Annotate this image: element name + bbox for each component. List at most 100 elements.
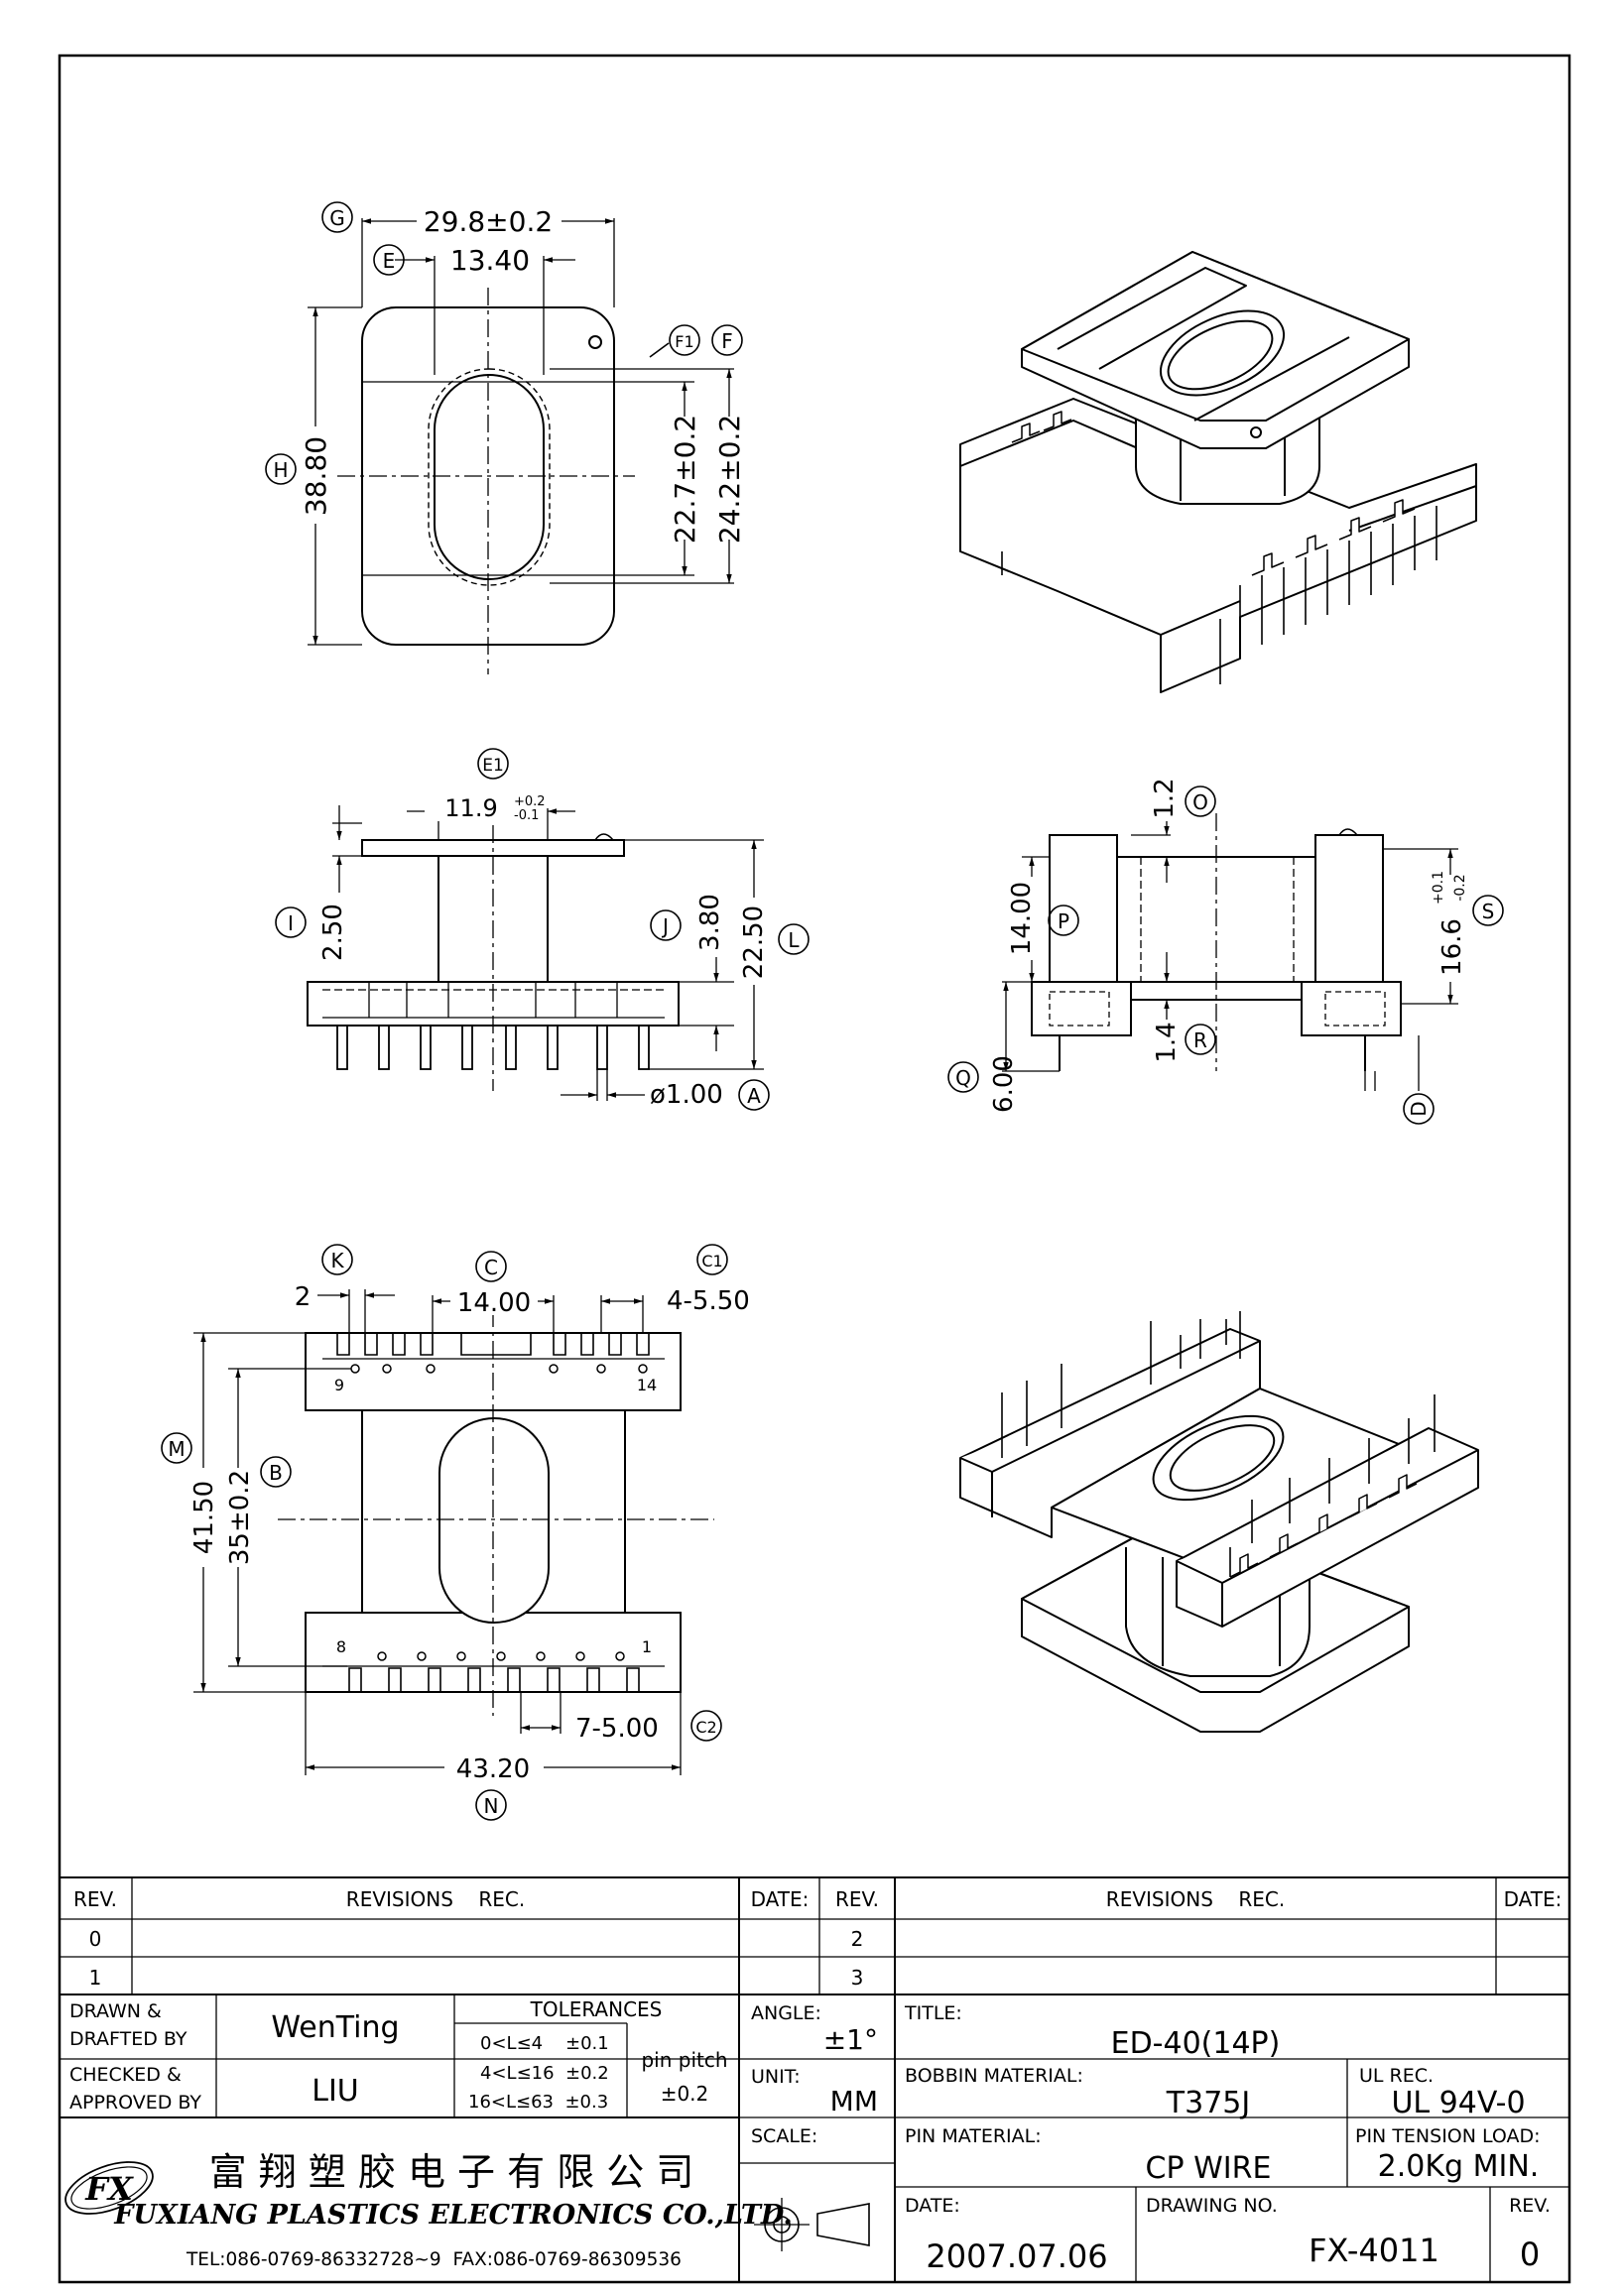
side-view bbox=[1002, 803, 1458, 1091]
revisions-header-2: REVISIONS REC. bbox=[1106, 1887, 1285, 1911]
angle-value: ±1° bbox=[823, 2023, 878, 2056]
dim-side-step: 1.4 bbox=[1152, 1022, 1182, 1062]
iso-view-bottom bbox=[959, 1311, 1479, 1733]
sheet-border bbox=[58, 54, 1571, 2284]
svg-text:F1: F1 bbox=[675, 332, 693, 351]
dim-bottom-inner-h: 35±0.2 bbox=[225, 1470, 255, 1565]
svg-text:S: S bbox=[1482, 900, 1495, 923]
dim-side-total: 16.6 bbox=[1437, 918, 1467, 976]
svg-text:J: J bbox=[661, 914, 669, 938]
balloon-f bbox=[711, 324, 743, 356]
svg-text:PIN MATERIAL:: PIN MATERIAL: bbox=[905, 2125, 1042, 2147]
svg-text:DRAWN &: DRAWN & bbox=[69, 2000, 162, 2022]
tolerances-label: TOLERANCES bbox=[530, 1997, 663, 2021]
rev-header-1: REV. bbox=[73, 1887, 117, 1911]
svg-text:CHECKED &: CHECKED & bbox=[69, 2064, 182, 2086]
drawing-date: 2007.07.06 bbox=[926, 2237, 1107, 2275]
drawn-by: WenTing bbox=[271, 2010, 399, 2045]
balloon-g bbox=[321, 201, 353, 233]
bobbin-material: T375J bbox=[1166, 2086, 1250, 2120]
svg-text:PIN TENSION LOAD:: PIN TENSION LOAD: bbox=[1355, 2125, 1541, 2147]
svg-text:C1: C1 bbox=[701, 1252, 722, 1270]
pin-label-1: 1 bbox=[642, 1637, 652, 1656]
pin-label-14: 14 bbox=[637, 1376, 657, 1394]
top-view-window-hidden bbox=[428, 368, 551, 586]
svg-text:Q: Q bbox=[955, 1066, 971, 1090]
iso-view-top bbox=[959, 251, 1477, 693]
svg-text:-0.1: -0.1 bbox=[514, 808, 539, 823]
svg-text:APPROVED BY: APPROVED BY bbox=[69, 2092, 201, 2114]
svg-text:P: P bbox=[1058, 909, 1069, 933]
company-name-cn: 富 翔 塑 胶 电 子 有 限 公 司 bbox=[209, 2150, 694, 2194]
rev-row-2: 2 bbox=[851, 1927, 864, 1951]
svg-text:B: B bbox=[269, 1461, 283, 1485]
approved-by: LIU bbox=[312, 2074, 359, 2109]
drawing-number: FX-4011 bbox=[1309, 2232, 1439, 2269]
balloon-f1 bbox=[669, 324, 700, 356]
dim-bottom-width: 43.20 bbox=[456, 1754, 530, 1784]
top-view-hole bbox=[588, 335, 602, 349]
svg-text:E1: E1 bbox=[482, 756, 504, 776]
dim-front-total: 22.50 bbox=[739, 906, 769, 979]
svg-text:C2: C2 bbox=[695, 1718, 716, 1737]
rev-header-2: REV. bbox=[835, 1887, 879, 1911]
pin-pitch-label: pin pitch bbox=[641, 2048, 727, 2072]
svg-text:K: K bbox=[330, 1249, 344, 1272]
dim-top-height: 38.80 bbox=[300, 436, 332, 516]
dim-front-top-width: 11.9 bbox=[444, 794, 497, 822]
front-view bbox=[307, 793, 764, 1101]
pin-pitch-value: ±0.2 bbox=[661, 2082, 709, 2106]
svg-text:+0.2: +0.2 bbox=[514, 794, 546, 809]
pin-label-9: 9 bbox=[334, 1376, 344, 1394]
svg-text:DRAWING NO.: DRAWING NO. bbox=[1146, 2195, 1278, 2217]
dim-bottom-pitch-top: 4-5.50 bbox=[667, 1286, 750, 1316]
svg-text:L: L bbox=[788, 928, 800, 952]
dim-side-height: 14.00 bbox=[1007, 882, 1037, 955]
dim-front-pin: ø1.00 bbox=[650, 1080, 723, 1110]
dim-bottom-slot: 2 bbox=[295, 1282, 312, 1312]
rev-row-0: 0 bbox=[89, 1927, 102, 1951]
svg-text:DRAFTED BY: DRAFTED BY bbox=[69, 2028, 187, 2050]
revisions-header-1: REVISIONS REC. bbox=[346, 1887, 525, 1911]
dim-side-top: 1.2 bbox=[1150, 778, 1180, 818]
svg-text:N: N bbox=[484, 1794, 499, 1818]
svg-text:R: R bbox=[1193, 1028, 1207, 1052]
svg-text:BOBBIN MATERIAL:: BOBBIN MATERIAL: bbox=[905, 2065, 1083, 2087]
svg-text:I: I bbox=[288, 911, 294, 935]
svg-text:O: O bbox=[1192, 790, 1208, 814]
pin-tension: 2.0Kg MIN. bbox=[1378, 2149, 1540, 2184]
top-view bbox=[308, 218, 734, 674]
svg-text:ANGLE:: ANGLE: bbox=[751, 2002, 821, 2024]
svg-text:TITLE:: TITLE: bbox=[904, 2002, 962, 2024]
title-block-grid bbox=[60, 1876, 1569, 2282]
svg-text:REV.: REV. bbox=[1509, 2195, 1551, 2217]
dim-top-inner-h2: 24.2±0.2 bbox=[713, 415, 746, 544]
svg-text:-0.2: -0.2 bbox=[1452, 874, 1468, 901]
dim-bottom-total-h: 41.50 bbox=[189, 1481, 219, 1554]
company-name-en: FUXIANG PLASTICS ELECTRONICS CO.,LTD. bbox=[113, 2200, 793, 2231]
svg-text:E: E bbox=[383, 249, 396, 273]
company-logo bbox=[64, 2161, 154, 2215]
tolerance-2: 4<L≤16 ±0.2 bbox=[480, 2063, 609, 2084]
pin-label-8: 8 bbox=[336, 1637, 346, 1656]
svg-text:UL REC.: UL REC. bbox=[1359, 2065, 1434, 2087]
dim-top-inner-h1: 22.7±0.2 bbox=[669, 415, 701, 544]
svg-text:A: A bbox=[747, 1084, 761, 1108]
pin-material: CP WIRE bbox=[1146, 2151, 1272, 2186]
balloon-h bbox=[265, 453, 297, 485]
svg-text:C: C bbox=[484, 1256, 498, 1279]
dim-top-width: 29.8±0.2 bbox=[424, 205, 553, 238]
tolerance-1: 0<L≤4 ±0.1 bbox=[480, 2033, 609, 2054]
svg-text:G: G bbox=[329, 206, 345, 230]
dim-front-base: 3.80 bbox=[695, 894, 725, 951]
svg-text:D: D bbox=[1407, 1101, 1431, 1116]
bottom-view bbox=[193, 1289, 714, 1775]
bottom-window bbox=[438, 1417, 550, 1624]
svg-text:UNIT:: UNIT: bbox=[751, 2066, 801, 2088]
dim-front-flange: 2.50 bbox=[318, 904, 348, 961]
unit-value: MM bbox=[830, 2085, 878, 2117]
svg-text:SCALE:: SCALE: bbox=[751, 2125, 817, 2147]
rev-row-1: 1 bbox=[89, 1966, 102, 1990]
dim-bottom-pitch-bottom: 7-5.00 bbox=[575, 1714, 659, 1744]
company-contact: TEL:086-0769-86332728~9 FAX:086-0769-863… bbox=[186, 2249, 682, 2270]
